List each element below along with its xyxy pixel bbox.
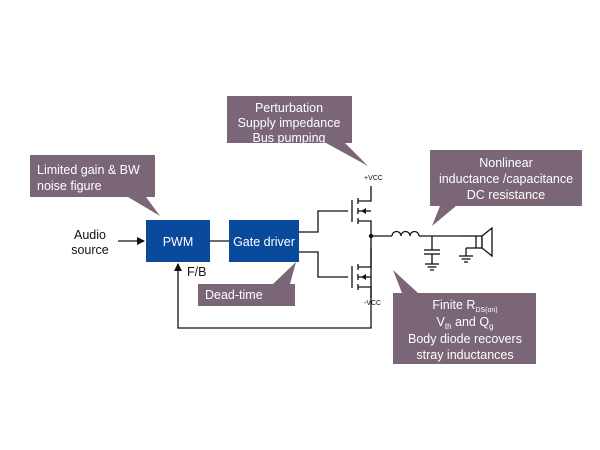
feedback-wire	[174, 248, 372, 329]
low-side-mosfet	[351, 248, 372, 298]
audio-source-label-line-1: Audio	[74, 228, 106, 242]
callout-perturbation-line-3: Bus pumping	[253, 131, 326, 145]
finite-q-subscript: g	[489, 322, 493, 331]
callout-perturbation: Perturbation Supply impedance Bus pumpin…	[227, 96, 368, 166]
output-inductor	[391, 230, 460, 237]
callout-deadtime-label: Dead-time	[205, 288, 263, 302]
negative-supply-label: -VCC	[364, 300, 381, 307]
callout-gain-line-2: noise figure	[37, 179, 102, 193]
audio-source-label-line-2: source	[71, 243, 109, 257]
gate-drive-wires	[299, 210, 348, 278]
speaker-ground-icon	[459, 255, 473, 263]
callout-finite-line-2: Vth and Qg	[437, 315, 494, 331]
callout-limited-gain: Limited gain & BW noise figure	[30, 155, 160, 216]
capacitor-ground-icon	[425, 263, 439, 271]
pwm-block: PWM	[146, 220, 210, 262]
callout-finite-line-4: stray inductances	[416, 348, 513, 362]
finite-v: V	[437, 315, 446, 329]
gate-driver-block: Gate driver	[229, 220, 299, 262]
finite-r-main: Finite R	[432, 298, 475, 312]
callout-gain-line-1: Limited gain & BW	[37, 163, 140, 177]
callout-nonlinear-line-1: Nonlinear	[479, 156, 533, 170]
finite-v-subscript: th	[445, 322, 452, 331]
switch-node	[368, 233, 392, 248]
callout-perturbation-line-2: Supply impedance	[238, 116, 341, 130]
high-side-mosfet	[351, 186, 372, 234]
callout-perturbation-line-1: Perturbation	[255, 101, 323, 115]
speaker-icon	[460, 226, 493, 258]
finite-and-q: and Q	[452, 315, 490, 329]
callout-finite-rds: Finite RDS(on) Vth and Qg Body diode rec…	[393, 270, 536, 364]
callout-dead-time: Dead-time	[198, 262, 296, 306]
feedback-label: F/B	[187, 265, 206, 279]
finite-r-subscript: DS(on)	[475, 307, 497, 314]
gate-driver-label: Gate driver	[233, 235, 295, 249]
positive-supply-label: +VCC	[364, 175, 383, 182]
callout-nonlinear-line-2: inductance /capacitance	[439, 172, 573, 186]
callout-finite-line-3: Body diode recovers	[408, 332, 522, 346]
pwm-label: PWM	[163, 235, 194, 249]
output-capacitor	[424, 236, 440, 264]
callout-nonlinear: Nonlinear inductance /capacitance DC res…	[430, 150, 582, 226]
callout-finite-line-1: Finite RDS(on)	[432, 298, 497, 314]
callout-nonlinear-line-3: DC resistance	[467, 188, 546, 202]
